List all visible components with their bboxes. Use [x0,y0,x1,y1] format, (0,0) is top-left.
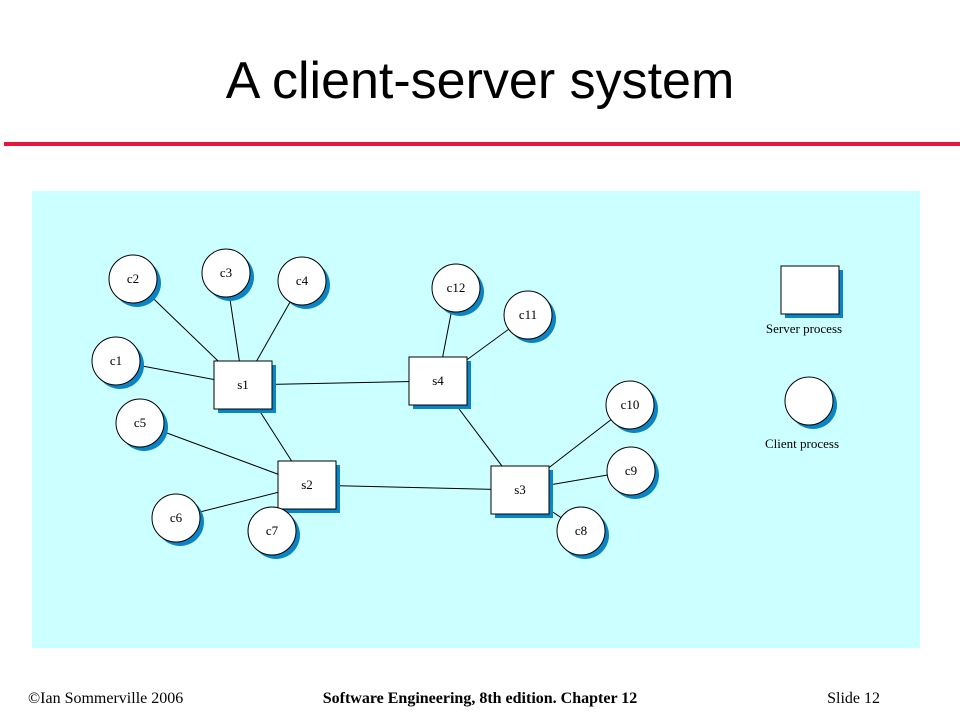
client-circle [277,256,327,306]
client-circle [91,336,141,386]
footer-book-title: Software Engineering, 8th edition. Chapt… [322,690,638,707]
client-label: c4 [296,273,309,288]
client-label: c1 [110,353,122,368]
server-label: s4 [432,373,444,388]
client-circle [115,398,165,448]
client-node-c8: c8 [556,506,609,559]
client-label: c9 [625,463,637,478]
client-node-c7: c7 [247,506,300,559]
client-circle [431,263,481,313]
client-label: c7 [266,523,279,538]
footer-copyright: ©Ian Sommerville 2006 [28,690,184,707]
client-node-c3: c3 [201,248,254,301]
server-box [490,465,550,515]
server-label: s1 [237,377,249,392]
server-label: s3 [514,482,526,497]
client-label: c5 [134,415,146,430]
legend-client-label: Client process [765,436,839,451]
client-node-c10: c10 [605,380,658,433]
client-node-c12: c12 [431,263,484,316]
client-circle [201,248,251,298]
client-circle [247,506,297,556]
client-label: c2 [127,271,139,286]
client-circle [556,506,606,556]
client-label: c8 [575,523,587,538]
process-nodes: s1 s2 s3 s4 c1 c2 c3 c4 c5 c6 c7 c8 c9 c10 c11 c12 [91,248,659,559]
client-circle [605,380,655,430]
legend-client-symbol [784,376,834,426]
server-node-s4: s4 [408,356,471,409]
client-label: c3 [220,265,232,280]
server-node-s2: s2 [277,460,340,513]
client-server-diagram: s1 s2 s3 s4 c1 c2 c3 c4 c5 c6 c7 c8 c9 c10 c11 c12 Serv… [91,248,843,559]
server-box [213,360,273,410]
client-label: c6 [170,510,183,525]
diagram-panel: s1 s2 s3 s4 c1 c2 c3 c4 c5 c6 c7 c8 c9 c10 c11 c12 Serv… [32,191,920,648]
server-node-s1: s1 [213,360,276,413]
client-circle [606,446,656,496]
client-node-c2: c2 [108,254,161,307]
legend-server-symbol [780,265,840,315]
client-node-c4: c4 [277,256,330,309]
client-label: c11 [519,307,537,322]
slide-title: A client-server system [225,52,735,110]
client-label: c12 [447,280,466,295]
client-node-c11: c11 [503,290,556,343]
client-circle [108,254,158,304]
footer-slide-number: Slide 12 [827,690,880,707]
server-label: s2 [301,477,313,492]
connection-s2-s3 [306,484,521,491]
legend: Server process Client process [765,265,843,451]
client-node-c5: c5 [115,398,168,451]
client-node-c6: c6 [151,493,204,546]
title-rule [4,142,960,146]
client-circle [151,493,201,543]
server-node-s3: s3 [490,465,553,518]
legend-server-label: Server process [766,321,842,336]
client-circle [503,290,553,340]
client-node-c1: c1 [91,336,144,389]
client-label: c10 [621,397,640,412]
client-node-c9: c9 [606,446,659,499]
server-box [408,356,468,406]
server-box [277,460,337,510]
